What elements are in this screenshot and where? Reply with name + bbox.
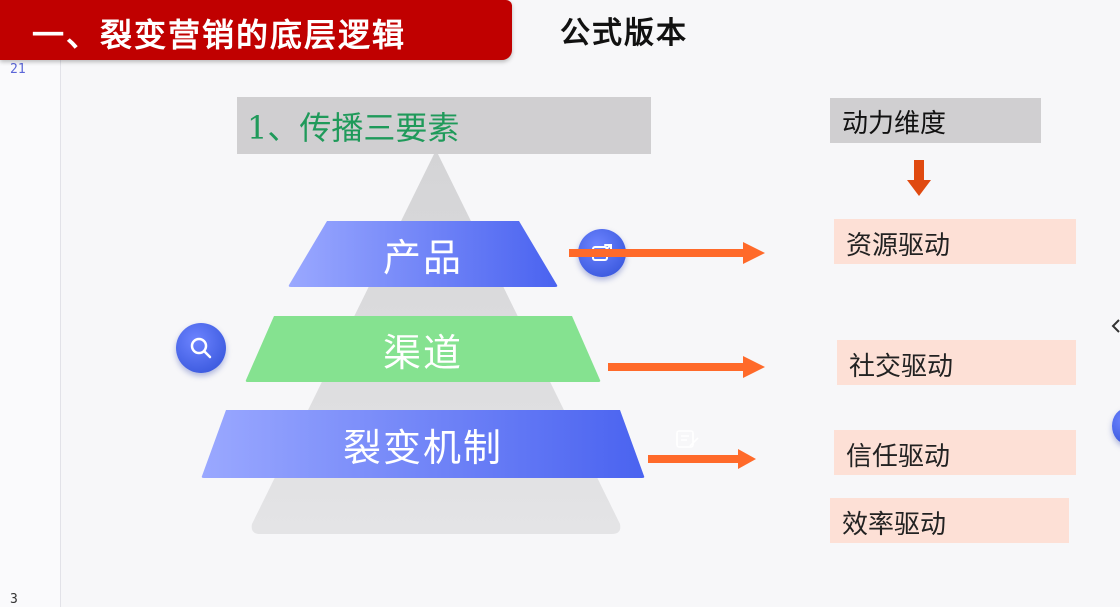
tier-channel-shape <box>245 316 601 382</box>
drive-resource: 资源驱动 <box>834 219 1076 264</box>
tier-mechanism-label: 裂变机制 <box>342 425 503 470</box>
drive-social: 社交驱动 <box>837 340 1076 385</box>
pyramid-tier-mechanism[interactable]: 裂变机制 <box>200 408 646 480</box>
drive-efficiency: 效率驱动 <box>830 498 1069 543</box>
arrow-channel <box>608 356 765 378</box>
arrow-mechanism <box>648 449 756 469</box>
tier-product-shape <box>288 221 558 287</box>
tier-channel-label: 渠道 <box>382 330 463 375</box>
pyramid-tier-product[interactable]: 产品 <box>287 219 559 289</box>
search-icon-button[interactable] <box>176 323 226 373</box>
search-icon <box>190 337 212 359</box>
drive-resource-label: 资源驱动 <box>846 231 951 261</box>
edge-circle-button[interactable] <box>1112 408 1120 444</box>
page-number-bottom: 3 <box>10 592 18 607</box>
tier-product-label: 产品 <box>382 235 463 280</box>
dimension-label: 动力维度 <box>842 109 947 139</box>
down-arrow-icon <box>907 160 931 196</box>
title-banner: 一、裂变营销的底层逻辑 <box>0 0 512 60</box>
drive-social-label: 社交驱动 <box>849 352 954 382</box>
section-heading-box: 1、传播三要素 <box>237 97 651 154</box>
slide-subtitle: 公式版本 <box>560 16 688 51</box>
drive-trust: 信任驱动 <box>834 430 1076 475</box>
section-heading: 1、传播三要素 <box>247 109 460 147</box>
edit-icon[interactable] <box>676 430 702 450</box>
tier-mechanism-shape <box>201 410 645 478</box>
page-number-top: 21 <box>10 62 26 77</box>
slide-title: 一、裂变营销的底层逻辑 <box>32 16 407 54</box>
chevron-left-icon[interactable] <box>1110 318 1120 334</box>
drive-trust-label: 信任驱动 <box>846 442 951 472</box>
page-gutter: 21 3 <box>0 0 61 607</box>
pyramid-tier-channel[interactable]: 渠道 <box>244 314 602 384</box>
dimension-label-box: 动力维度 <box>830 98 1041 143</box>
arrow-product <box>569 242 765 264</box>
drive-efficiency-label: 效率驱动 <box>842 510 947 540</box>
